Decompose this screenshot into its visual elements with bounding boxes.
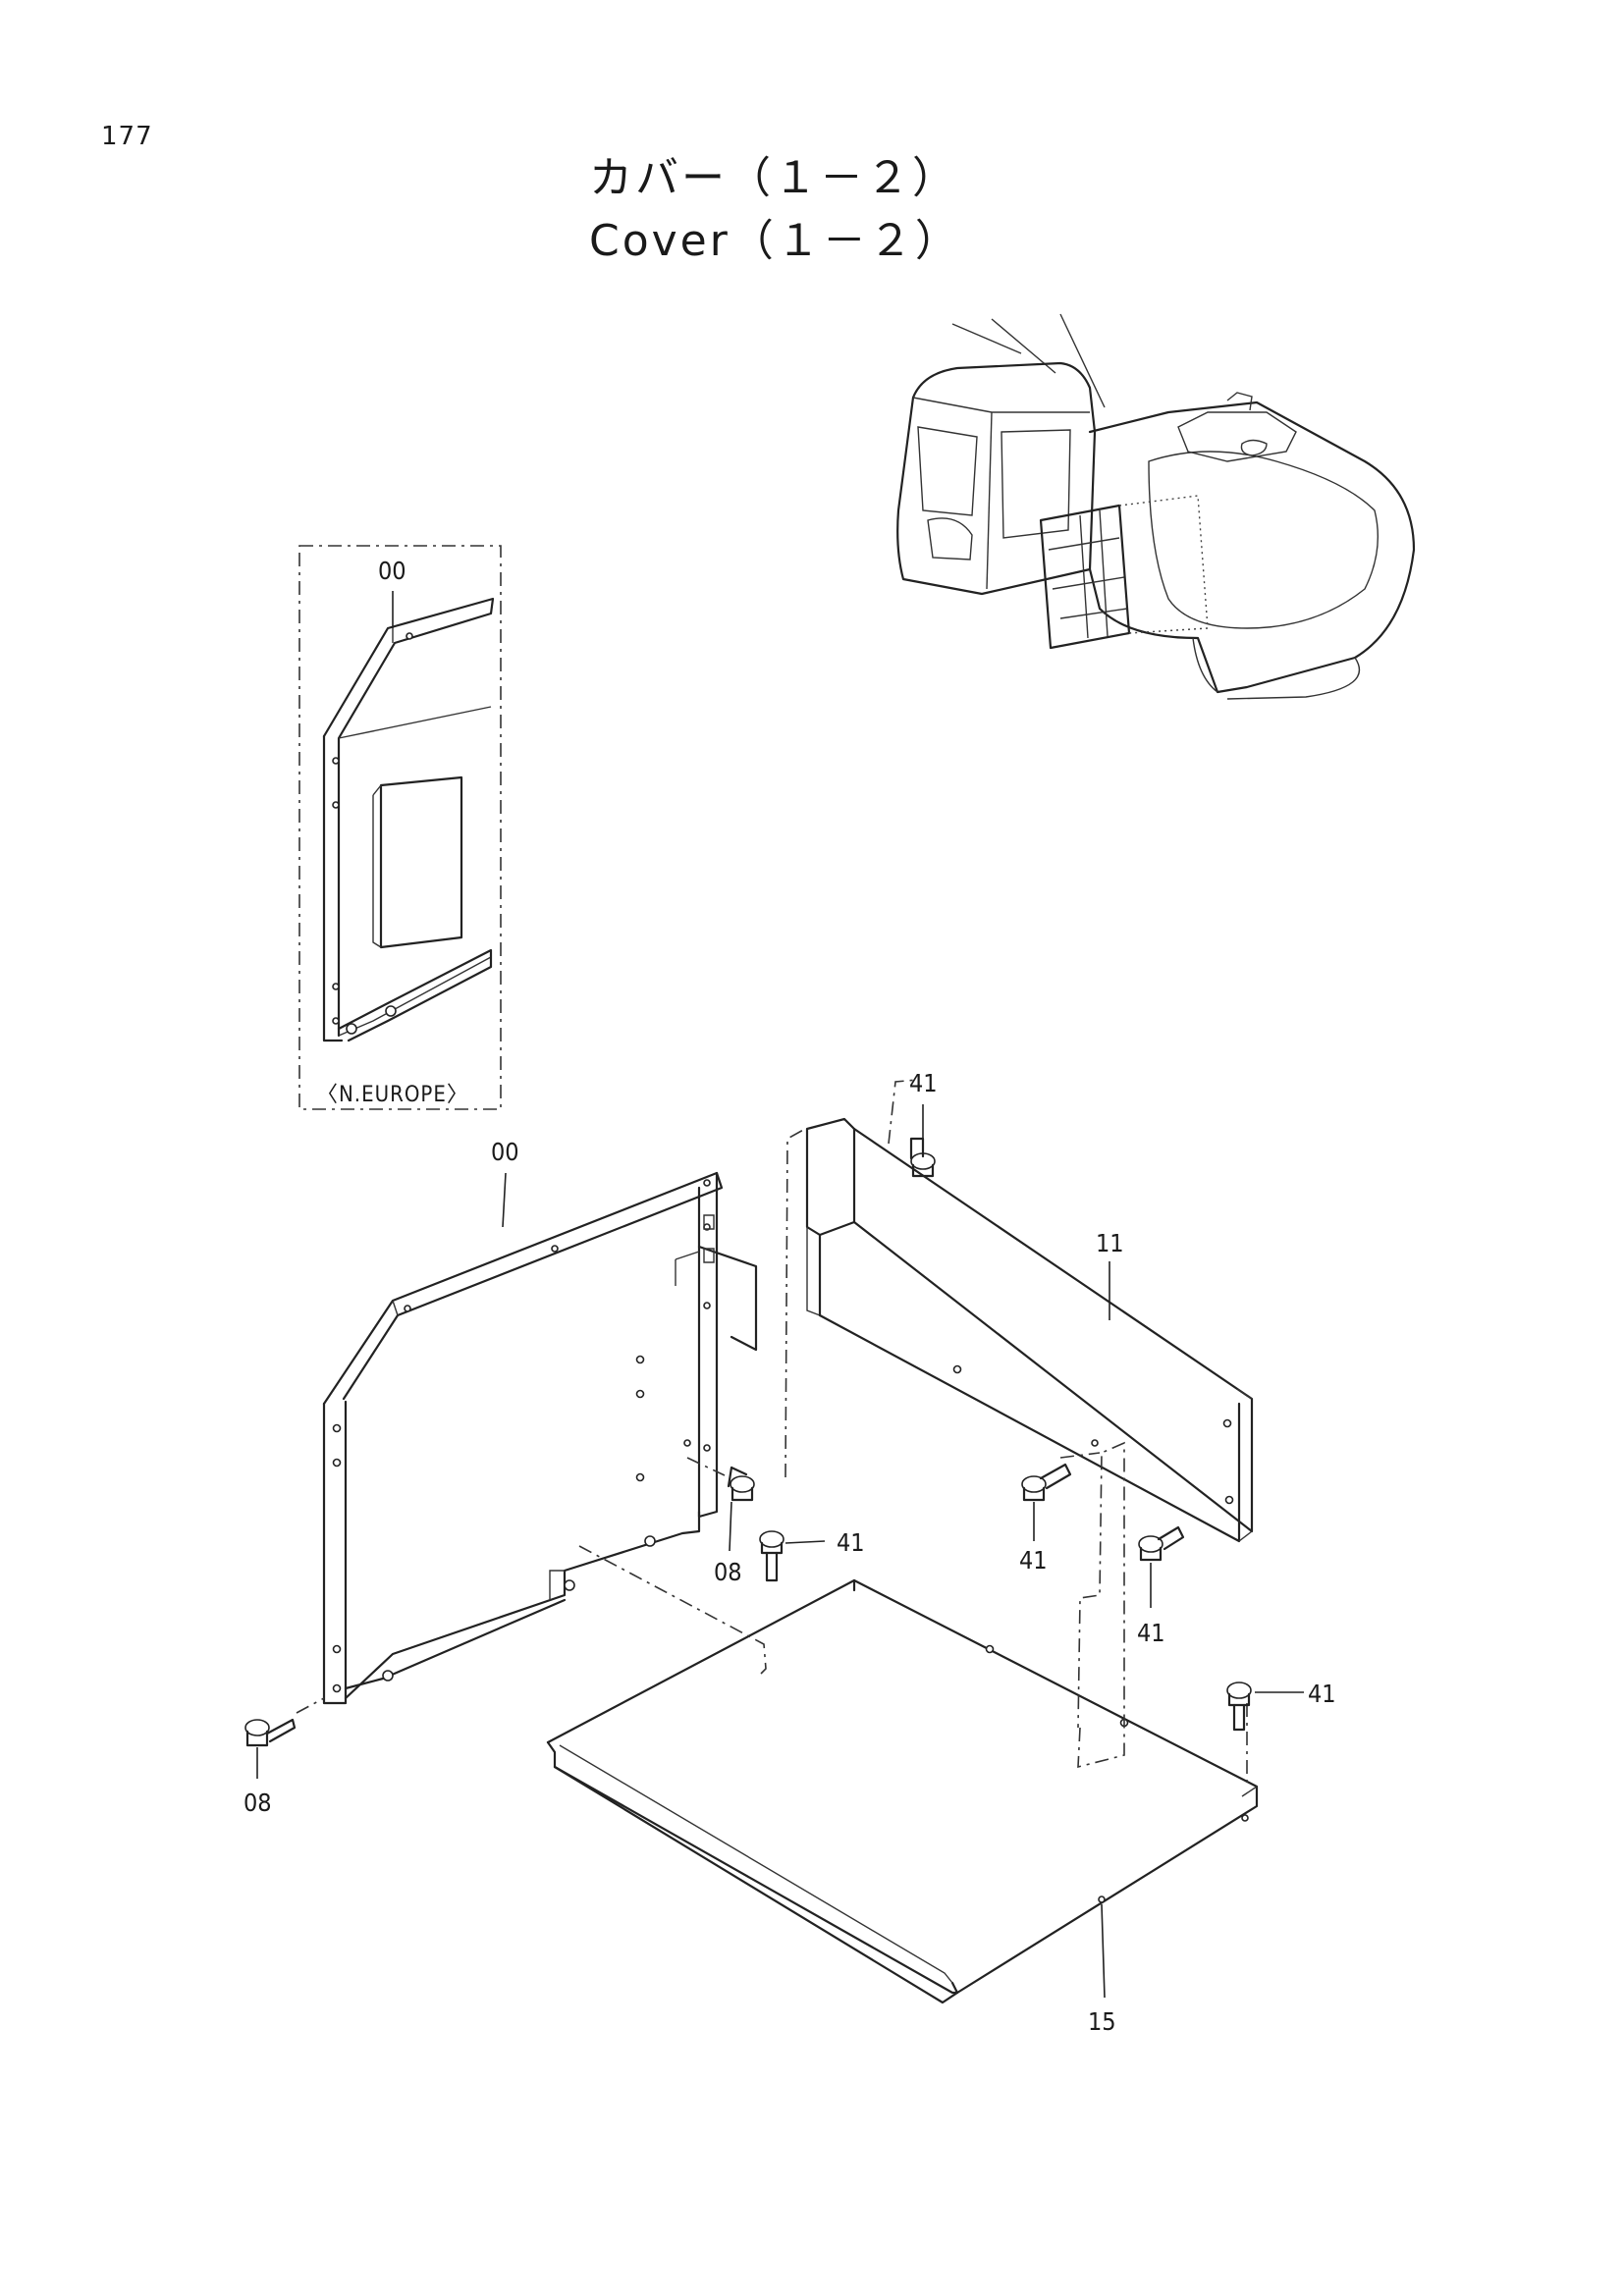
callout-bolt-41-panel-right: 41 (1137, 1619, 1165, 1647)
callout-bolt-08-lower-left: 08 (243, 1789, 272, 1817)
callout-floor-plate-15: 15 (1088, 2007, 1116, 2036)
bolt-41-floor: 41 (759, 1528, 865, 1582)
page-number: 177 (101, 122, 153, 151)
inset-n-europe: 00 〈N.EUROPE〉 (298, 545, 502, 1110)
bolt-08-center: 08 (714, 1466, 755, 1586)
assembly-lines (296, 1079, 1248, 1787)
machine-location-sketch (896, 313, 1416, 700)
callout-bolt-41-floor: 41 (837, 1528, 865, 1557)
inset-variant-label: 〈N.EUROPE〉 (316, 1083, 469, 1107)
callout-frame-00: 00 (491, 1138, 519, 1166)
bolt-41-top: 41 (909, 1069, 938, 1178)
title-english: Cover（１－２） (589, 216, 961, 266)
title-block: カバー（１－２） Cover（１－２） (589, 147, 1080, 273)
callout-bolt-41-top: 41 (909, 1069, 938, 1097)
inset-callout-00: 00 (378, 557, 406, 585)
callout-bolt-08-center: 08 (714, 1558, 742, 1586)
callout-bolt-41-panel-left: 41 (1019, 1546, 1048, 1575)
bolt-41-panel-right: 41 (1137, 1525, 1185, 1647)
bolt-41-floor-right: 41 (1226, 1680, 1336, 1732)
callout-bolt-41-floor-right: 41 (1308, 1680, 1336, 1708)
floor-plate-15: 15 (546, 1578, 1259, 2036)
bolt-08-lower-left: 08 (243, 1718, 297, 1817)
bolt-41-panel-left: 41 (1019, 1463, 1072, 1575)
cover-frame-00: 00 (322, 1138, 758, 1705)
callout-side-panel-11: 11 (1096, 1229, 1124, 1257)
side-panel-11: 11 (805, 1117, 1254, 1543)
title-japanese: カバー（１－２） (589, 153, 958, 203)
